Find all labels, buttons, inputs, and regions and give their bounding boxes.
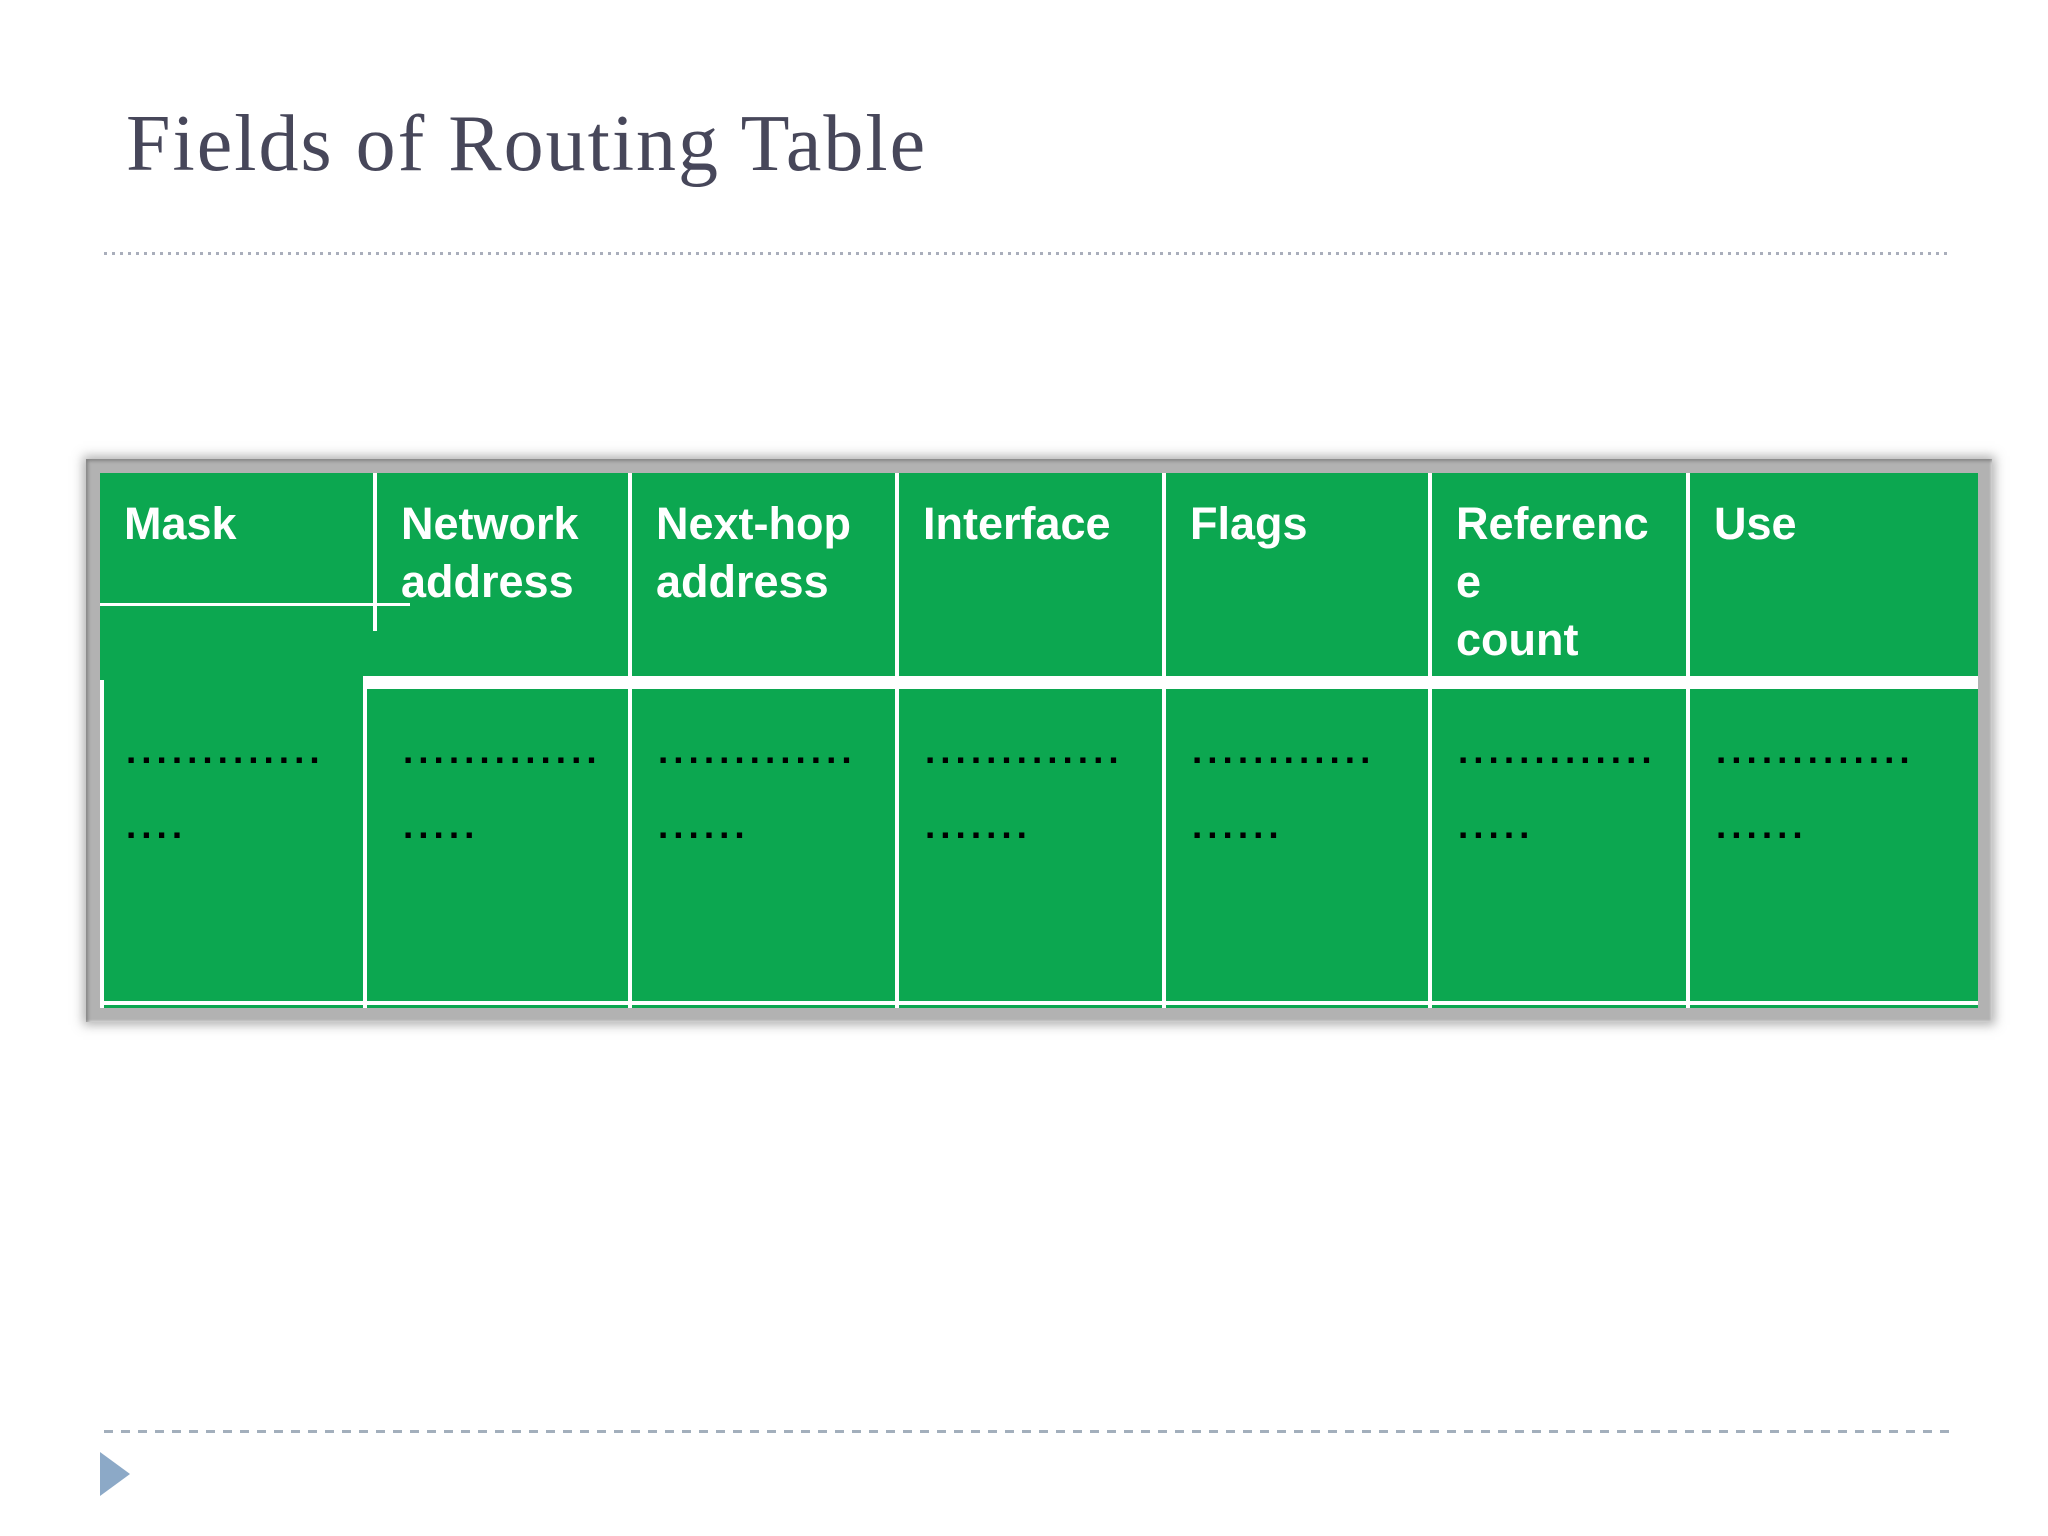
column-divider <box>628 473 632 1008</box>
dots-line: ..... <box>1458 805 1535 846</box>
column-divider <box>1686 473 1690 1008</box>
column-divider <box>1428 473 1432 1008</box>
routing-table-frame: Mask Network address Next-hop address In… <box>86 459 1992 1022</box>
dots-line: ...... <box>1192 805 1284 846</box>
column-header-flags: Flags <box>1190 498 1308 549</box>
header-row-divider <box>363 676 1978 689</box>
dots-line: .... <box>126 805 188 846</box>
column-divider-mask-lower <box>363 676 367 1008</box>
column-header-interface: Interface <box>923 498 1111 549</box>
dots-line: ............. <box>658 730 857 771</box>
dots-line: ............ <box>1192 730 1376 771</box>
column-data-use: ............. ...... <box>1716 713 1915 863</box>
table-left-edge-line <box>100 680 104 1008</box>
dots-line: ............. <box>403 730 602 771</box>
column-data-reference-count: ............. ..... <box>1458 713 1657 863</box>
dots-line: ............. <box>925 730 1124 771</box>
dots-line: ...... <box>658 805 750 846</box>
footer-divider-dashed <box>104 1430 1952 1433</box>
dots-line: ............. <box>126 730 325 771</box>
column-header-network-address: Network address <box>401 498 579 607</box>
column-data-interface: ............. ....... <box>925 713 1124 863</box>
column-header-use: Use <box>1714 498 1797 549</box>
mask-cell-underline <box>100 603 410 606</box>
column-data-network-address: ............. ..... <box>403 713 602 863</box>
column-header-mask: Mask <box>124 498 237 549</box>
column-divider <box>1162 473 1166 1008</box>
column-divider-mask-upper <box>373 473 377 631</box>
title-divider-dotted <box>104 252 1952 255</box>
dots-line: ..... <box>403 805 480 846</box>
column-header-next-hop-address: Next-hop address <box>656 498 851 607</box>
next-slide-arrow-icon <box>100 1452 130 1496</box>
dots-line: ...... <box>1716 805 1808 846</box>
column-data-mask: ............. .... <box>126 713 325 863</box>
routing-table: Mask Network address Next-hop address In… <box>100 473 1978 1008</box>
column-divider <box>895 473 899 1008</box>
table-bottom-edge-line <box>100 1001 1978 1005</box>
dots-line: ............. <box>1716 730 1915 771</box>
column-header-reference-count: Referenc e count <box>1456 498 1649 665</box>
dots-line: ............. <box>1458 730 1657 771</box>
slide-title: Fields of Routing Table <box>126 100 928 188</box>
column-data-next-hop-address: ............. ...... <box>658 713 857 863</box>
column-data-flags: ............ ...... <box>1192 713 1375 863</box>
dots-line: ....... <box>925 805 1032 846</box>
